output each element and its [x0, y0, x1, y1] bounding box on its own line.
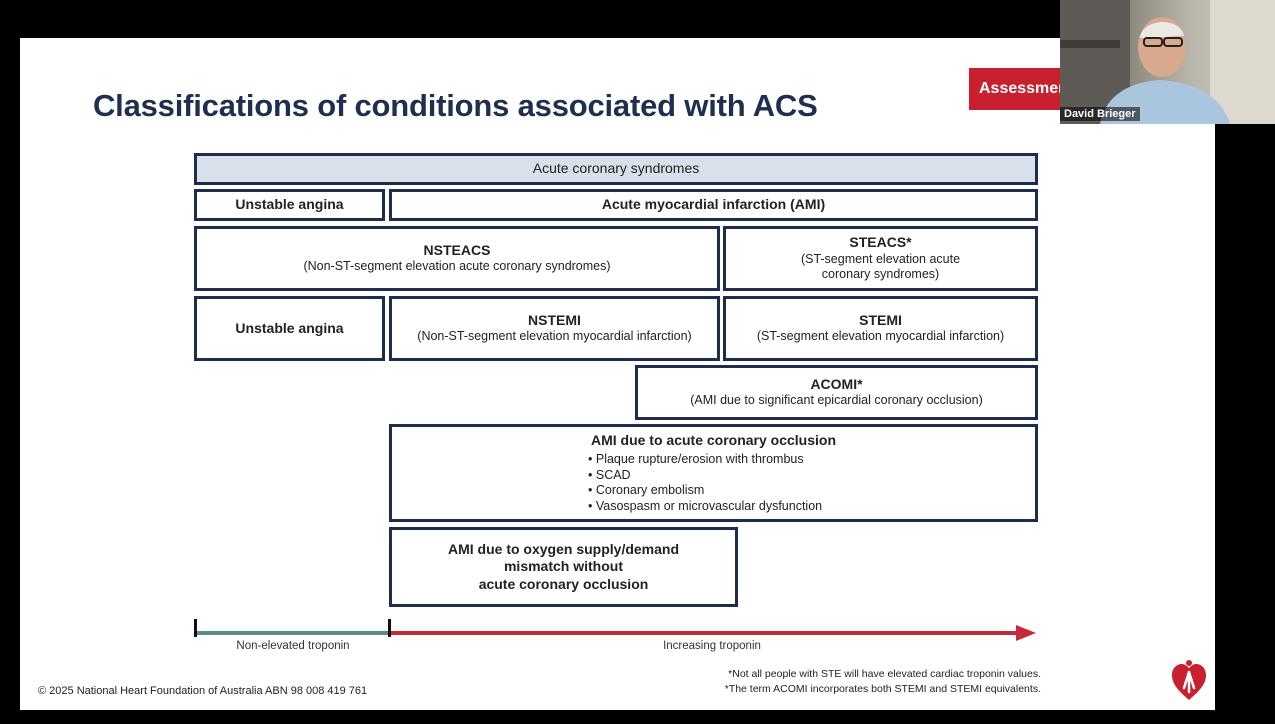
axis-label-increasing: Increasing troponin	[663, 640, 761, 652]
box-stemi: STEMI (ST-segment elevation myocardial i…	[723, 296, 1038, 361]
axis-label-non-elevated: Non-elevated troponin	[236, 640, 350, 652]
box-title: ACOMI*	[810, 375, 863, 392]
footnotes: *Not all people with STE will have eleva…	[725, 667, 1041, 697]
list-item: SCAD	[588, 468, 822, 484]
box-label: Unstable angina	[235, 196, 344, 213]
list-item: Vasospasm or microvascular dysfunction	[588, 499, 822, 515]
box-unstable-angina-bottom: Unstable angina	[194, 296, 385, 361]
box-nstemi: NSTEMI (Non-ST-segment elevation myocard…	[389, 296, 720, 361]
box-unstable-angina-top: Unstable angina	[194, 189, 385, 221]
box-acomi: ACOMI* (AMI due to significant epicardia…	[635, 365, 1038, 420]
presentation-slide: Classifications of conditions associated…	[20, 38, 1215, 710]
box-subtitle: (Non-ST-segment elevation myocardial inf…	[417, 329, 692, 344]
heart-foundation-logo-icon	[1172, 660, 1206, 700]
box-line-1: AMI due to oxygen supply/demand	[447, 540, 680, 557]
box-line-2: mismatch without	[503, 558, 623, 575]
box-ami-supply-demand-mismatch: AMI due to oxygen supply/demand mismatch…	[389, 527, 738, 607]
occlusion-cause-list: Plaque rupture/erosion with thrombus SCA…	[588, 452, 822, 515]
box-subtitle: (ST-segment elevation myocardial infarct…	[756, 329, 1005, 344]
presenter-video-icon	[1060, 0, 1275, 124]
footnote: *Not all people with STE will have eleva…	[728, 668, 1041, 680]
box-title: AMI due to acute coronary occlusion	[590, 431, 837, 448]
box-subtitle-line-1: (ST-segment elevation acute	[800, 251, 961, 266]
box-line-3: acute coronary occlusion	[478, 575, 649, 592]
box-ami-acute-coronary-occlusion: AMI due to acute coronary occlusion Plaq…	[389, 424, 1038, 522]
participant-name-label: David Brieger	[1060, 107, 1140, 121]
webcam-video-tile[interactable]: David Brieger	[1060, 0, 1275, 124]
axis-tick-mid	[388, 619, 391, 637]
box-title: STEMI	[859, 311, 902, 328]
box-title: STEACS*	[849, 234, 912, 251]
box-label: Acute myocardial infarction (AMI)	[601, 196, 826, 213]
footnote: *The term ACOMI incorporates both STEMI …	[724, 683, 1041, 696]
troponin-axis-high	[390, 631, 1026, 635]
troponin-axis-low	[196, 631, 390, 635]
box-ami: Acute myocardial infarction (AMI)	[389, 189, 1038, 221]
box-subtitle: (Non-ST-segment elevation acute coronary…	[303, 259, 611, 274]
list-item: Coronary embolism	[588, 483, 822, 499]
arrow-right-icon	[1016, 625, 1036, 641]
copyright-text: © 2025 National Heart Foundation of Aust…	[38, 685, 368, 697]
box-label: Unstable angina	[235, 319, 344, 336]
box-subtitle-line-2: coronary syndromes)	[821, 267, 940, 282]
list-item: Plaque rupture/erosion with thrombus	[588, 452, 822, 468]
box-steacs: STEACS* (ST-segment elevation acute coro…	[723, 226, 1038, 291]
box-acute-coronary-syndromes: Acute coronary syndromes	[194, 153, 1038, 185]
box-label: Acute coronary syndromes	[532, 160, 700, 177]
axis-tick-start	[194, 619, 197, 637]
box-title: NSTEACS	[423, 241, 491, 258]
box-subtitle: (AMI due to significant epicardial coron…	[690, 393, 983, 408]
slide-title: Classifications of conditions associated…	[93, 88, 818, 123]
box-nsteacs: NSTEACS (Non-ST-segment elevation acute …	[194, 226, 720, 291]
box-title: NSTEMI	[528, 311, 581, 328]
